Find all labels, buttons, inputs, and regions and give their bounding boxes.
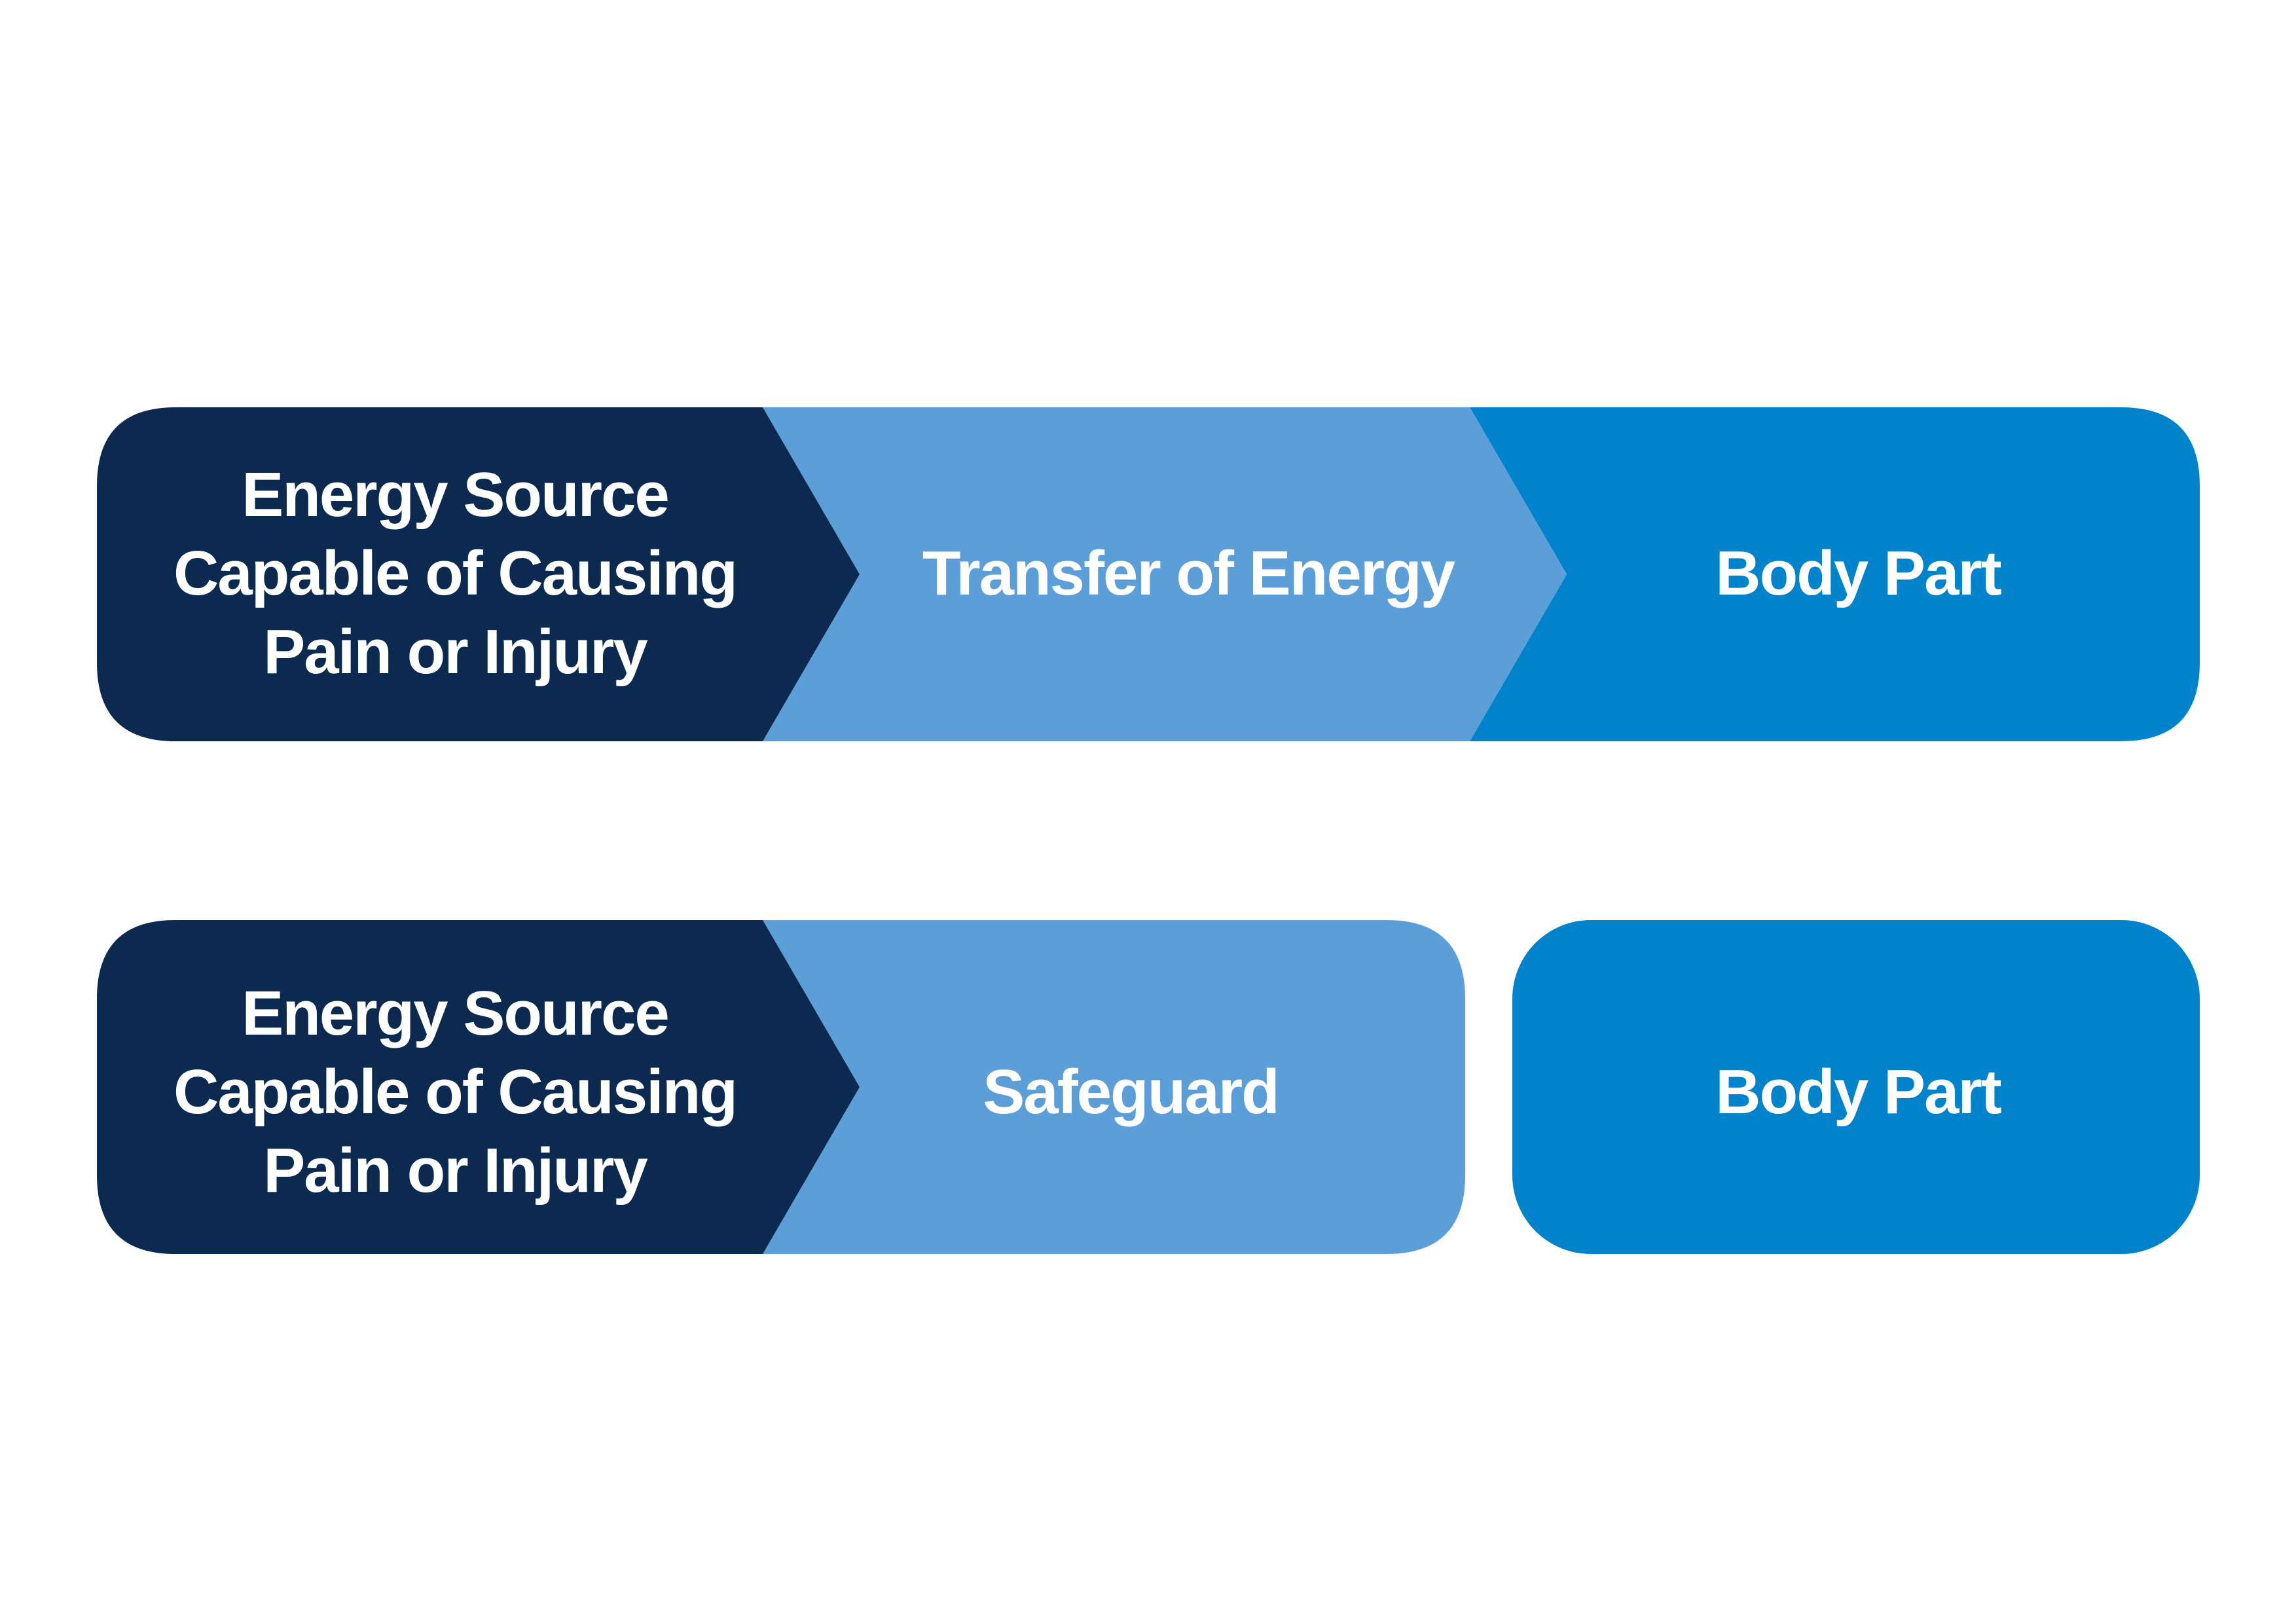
row2-safeguard-shape	[763, 920, 1465, 1254]
row1-energy-source-shape	[97, 407, 860, 741]
row2-energy-source-line1: Energy Source	[242, 978, 668, 1048]
row2-energy-source-shape	[97, 920, 860, 1254]
hazard-flow-row: Energy Source Capable of Causing Pain or…	[97, 407, 2200, 741]
row2-safeguard-label: Safeguard	[983, 1057, 1278, 1127]
row2-body-part-shape	[1512, 920, 2200, 1254]
row1-transfer-label: Transfer of Energy	[922, 538, 1455, 608]
row2-body-part-label: Body Part	[1715, 1057, 2001, 1127]
safeguarded-flow-row: Energy Source Capable of Causing Pain or…	[97, 920, 2200, 1254]
row1-transfer-shape	[763, 407, 1567, 741]
row1-body-part-label: Body Part	[1715, 538, 2001, 608]
row1-energy-source-line3: Pain or Injury	[263, 617, 647, 687]
row1-energy-source-line1: Energy Source	[242, 460, 668, 530]
row1-energy-source-line2: Capable of Causing	[173, 538, 737, 608]
row2-energy-source-line3: Pain or Injury	[263, 1135, 647, 1206]
row1-body-part-shape	[1470, 407, 2200, 741]
row2-energy-source-line2: Capable of Causing	[173, 1057, 737, 1127]
